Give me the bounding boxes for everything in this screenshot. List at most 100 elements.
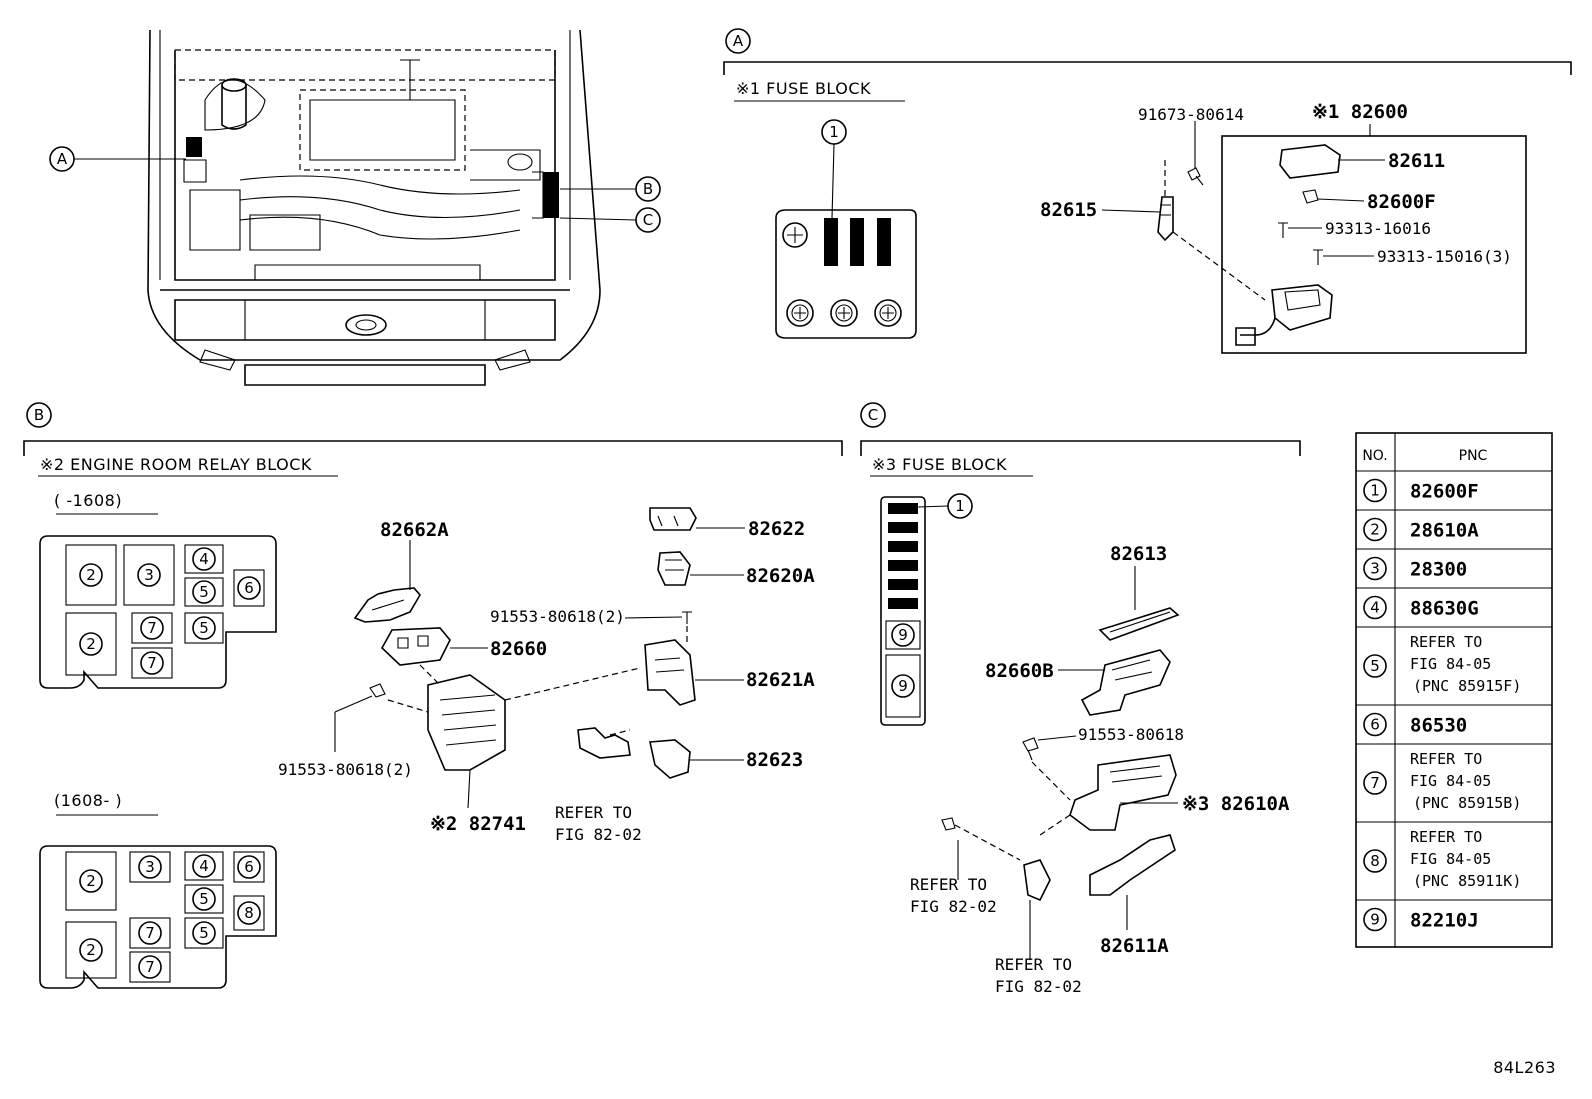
table-row-number: 2 bbox=[1363, 517, 1387, 542]
part-82741: ※2 82741 bbox=[430, 813, 526, 835]
part-91673-80614: 91673-80614 bbox=[1138, 105, 1244, 124]
relay-old-position: 2 bbox=[79, 632, 103, 656]
table-row-pnc-line: FIG 84-05 bbox=[1410, 772, 1491, 790]
relay-new-position: 7 bbox=[138, 955, 162, 979]
section-c-marker: C bbox=[868, 406, 878, 424]
relay-new-position-label: 8 bbox=[244, 904, 254, 922]
table-row-number: 4 bbox=[1363, 595, 1387, 620]
part-91553-80618-b1: 91553-80618(2) bbox=[278, 760, 413, 779]
table-head-no: NO. bbox=[1362, 448, 1387, 464]
fuse-block-c: 1 bbox=[880, 493, 973, 726]
fuse-c-position-label: 9 bbox=[898, 626, 908, 644]
cover-82611 bbox=[1279, 144, 1341, 179]
overview-callout-b[interactable]: B bbox=[560, 176, 661, 202]
relay-new-position: 8 bbox=[237, 901, 261, 925]
engine-bay-illustration bbox=[147, 29, 601, 386]
section-a-title: ※1 FUSE BLOCK bbox=[736, 79, 871, 98]
overview-callout-a[interactable]: A bbox=[49, 146, 186, 172]
table-row: 1 82600F bbox=[1363, 478, 1479, 503]
relay-old-position: 4 bbox=[192, 547, 216, 571]
fuse-block-a: 1 bbox=[775, 119, 917, 339]
part-82600: ※1 82600 bbox=[1312, 101, 1408, 123]
table-row-number: 7 bbox=[1363, 771, 1387, 795]
svg-text:A: A bbox=[57, 150, 68, 168]
table-row-number-label: 9 bbox=[1370, 911, 1380, 929]
overview-callout-c[interactable]: C bbox=[559, 207, 661, 233]
table-head-pnc: PNC bbox=[1459, 448, 1488, 464]
relay-range-old: ( -1608) bbox=[54, 491, 122, 510]
table-row-number-label: 5 bbox=[1370, 657, 1380, 675]
table-row-number-label: 1 bbox=[1370, 482, 1380, 500]
part-82611: 82611 bbox=[1388, 150, 1445, 172]
table-row: 2 28610A bbox=[1363, 517, 1479, 542]
fuse-c-position: 9 bbox=[891, 674, 915, 698]
table-row-pnc: 86530 bbox=[1410, 715, 1467, 737]
relay-new-position: 7 bbox=[138, 921, 162, 945]
relay-old-position: 6 bbox=[237, 576, 261, 600]
relay-new-position: 2 bbox=[79, 938, 103, 962]
table-row-pnc: 28300 bbox=[1410, 559, 1467, 581]
table-row-pnc: 82600F bbox=[1410, 481, 1479, 503]
part-82615: 82615 bbox=[1040, 199, 1097, 221]
table-row-pnc-line: (PNC 85915B) bbox=[1413, 794, 1521, 812]
table-row-number-label: 7 bbox=[1370, 774, 1380, 792]
fuse-callout-a: 1 bbox=[829, 123, 839, 141]
relay-old-position: 5 bbox=[192, 616, 216, 640]
figure-id: 84L263 bbox=[1493, 1058, 1556, 1077]
table-row-pnc-line: FIG 84-05 bbox=[1410, 655, 1491, 673]
relay-old-position: 5 bbox=[192, 580, 216, 604]
fuse-terminal bbox=[874, 299, 902, 327]
relay-new-position-label: 5 bbox=[199, 890, 209, 908]
table-row-pnc-line: REFER TO bbox=[1410, 828, 1482, 846]
relay-new-position-label: 5 bbox=[199, 924, 209, 942]
refer-c1-line2: FIG 82-02 bbox=[910, 897, 997, 916]
fuse-terminal bbox=[830, 299, 858, 327]
svg-text:C: C bbox=[643, 211, 653, 229]
relay-new-position-label: 2 bbox=[86, 941, 96, 959]
relay-new-position: 5 bbox=[192, 887, 216, 911]
relay-new-position-label: 7 bbox=[145, 924, 155, 942]
part-93313-15016: 93313-15016(3) bbox=[1377, 247, 1512, 266]
fuse-c-position: 9 bbox=[891, 623, 915, 647]
table-row-number-label: 2 bbox=[1370, 521, 1380, 539]
table-row-pnc-line: (PNC 85911K) bbox=[1413, 872, 1521, 890]
part-82623: 82623 bbox=[746, 749, 803, 771]
part-82610A: ※3 82610A bbox=[1182, 793, 1290, 815]
relay-new-position-label: 7 bbox=[145, 958, 155, 976]
relay-block-old bbox=[39, 535, 277, 689]
table-row-pnc: 28610A bbox=[1410, 520, 1479, 542]
svg-text:B: B bbox=[643, 180, 653, 198]
refer-c2-line2: FIG 82-02 bbox=[995, 977, 1082, 996]
relay-new-position-label: 6 bbox=[244, 858, 254, 876]
fuse-terminal bbox=[786, 299, 814, 327]
section-c-title: ※3 FUSE BLOCK bbox=[872, 455, 1007, 474]
fuse-callout-c: 1 bbox=[955, 497, 965, 515]
relay-range-new: (1608- ) bbox=[54, 791, 122, 810]
table-row-number: 6 bbox=[1363, 712, 1387, 737]
relay-old-position-label: 7 bbox=[147, 619, 157, 637]
relay-old-position-label: 2 bbox=[86, 635, 96, 653]
relay-new-position: 5 bbox=[192, 921, 216, 945]
table-row-number-label: 3 bbox=[1370, 560, 1380, 578]
part-82613: 82613 bbox=[1110, 543, 1167, 565]
relay-new-position-label: 2 bbox=[86, 872, 96, 890]
relay-new-position-label: 3 bbox=[145, 858, 155, 876]
relay-new-position: 2 bbox=[79, 869, 103, 893]
section-a: A ※1 FUSE BLOCK 1 91673-80614 82615 bbox=[723, 28, 1572, 354]
relay-new-position: 6 bbox=[237, 855, 261, 879]
relay-old-position-label: 4 bbox=[199, 550, 209, 568]
relay-old-position-label: 5 bbox=[199, 619, 209, 637]
relay-new-position: 3 bbox=[138, 855, 162, 879]
relay-old-position-label: 5 bbox=[199, 583, 209, 601]
part-82600F: 82600F bbox=[1367, 191, 1436, 213]
relay-old-position: 2 bbox=[79, 563, 103, 587]
table-row-number-label: 8 bbox=[1370, 852, 1380, 870]
relay-new-position-label: 4 bbox=[199, 857, 209, 875]
table-row-pnc: 82210J bbox=[1410, 910, 1479, 932]
table-row: 6 86530 bbox=[1363, 712, 1467, 737]
